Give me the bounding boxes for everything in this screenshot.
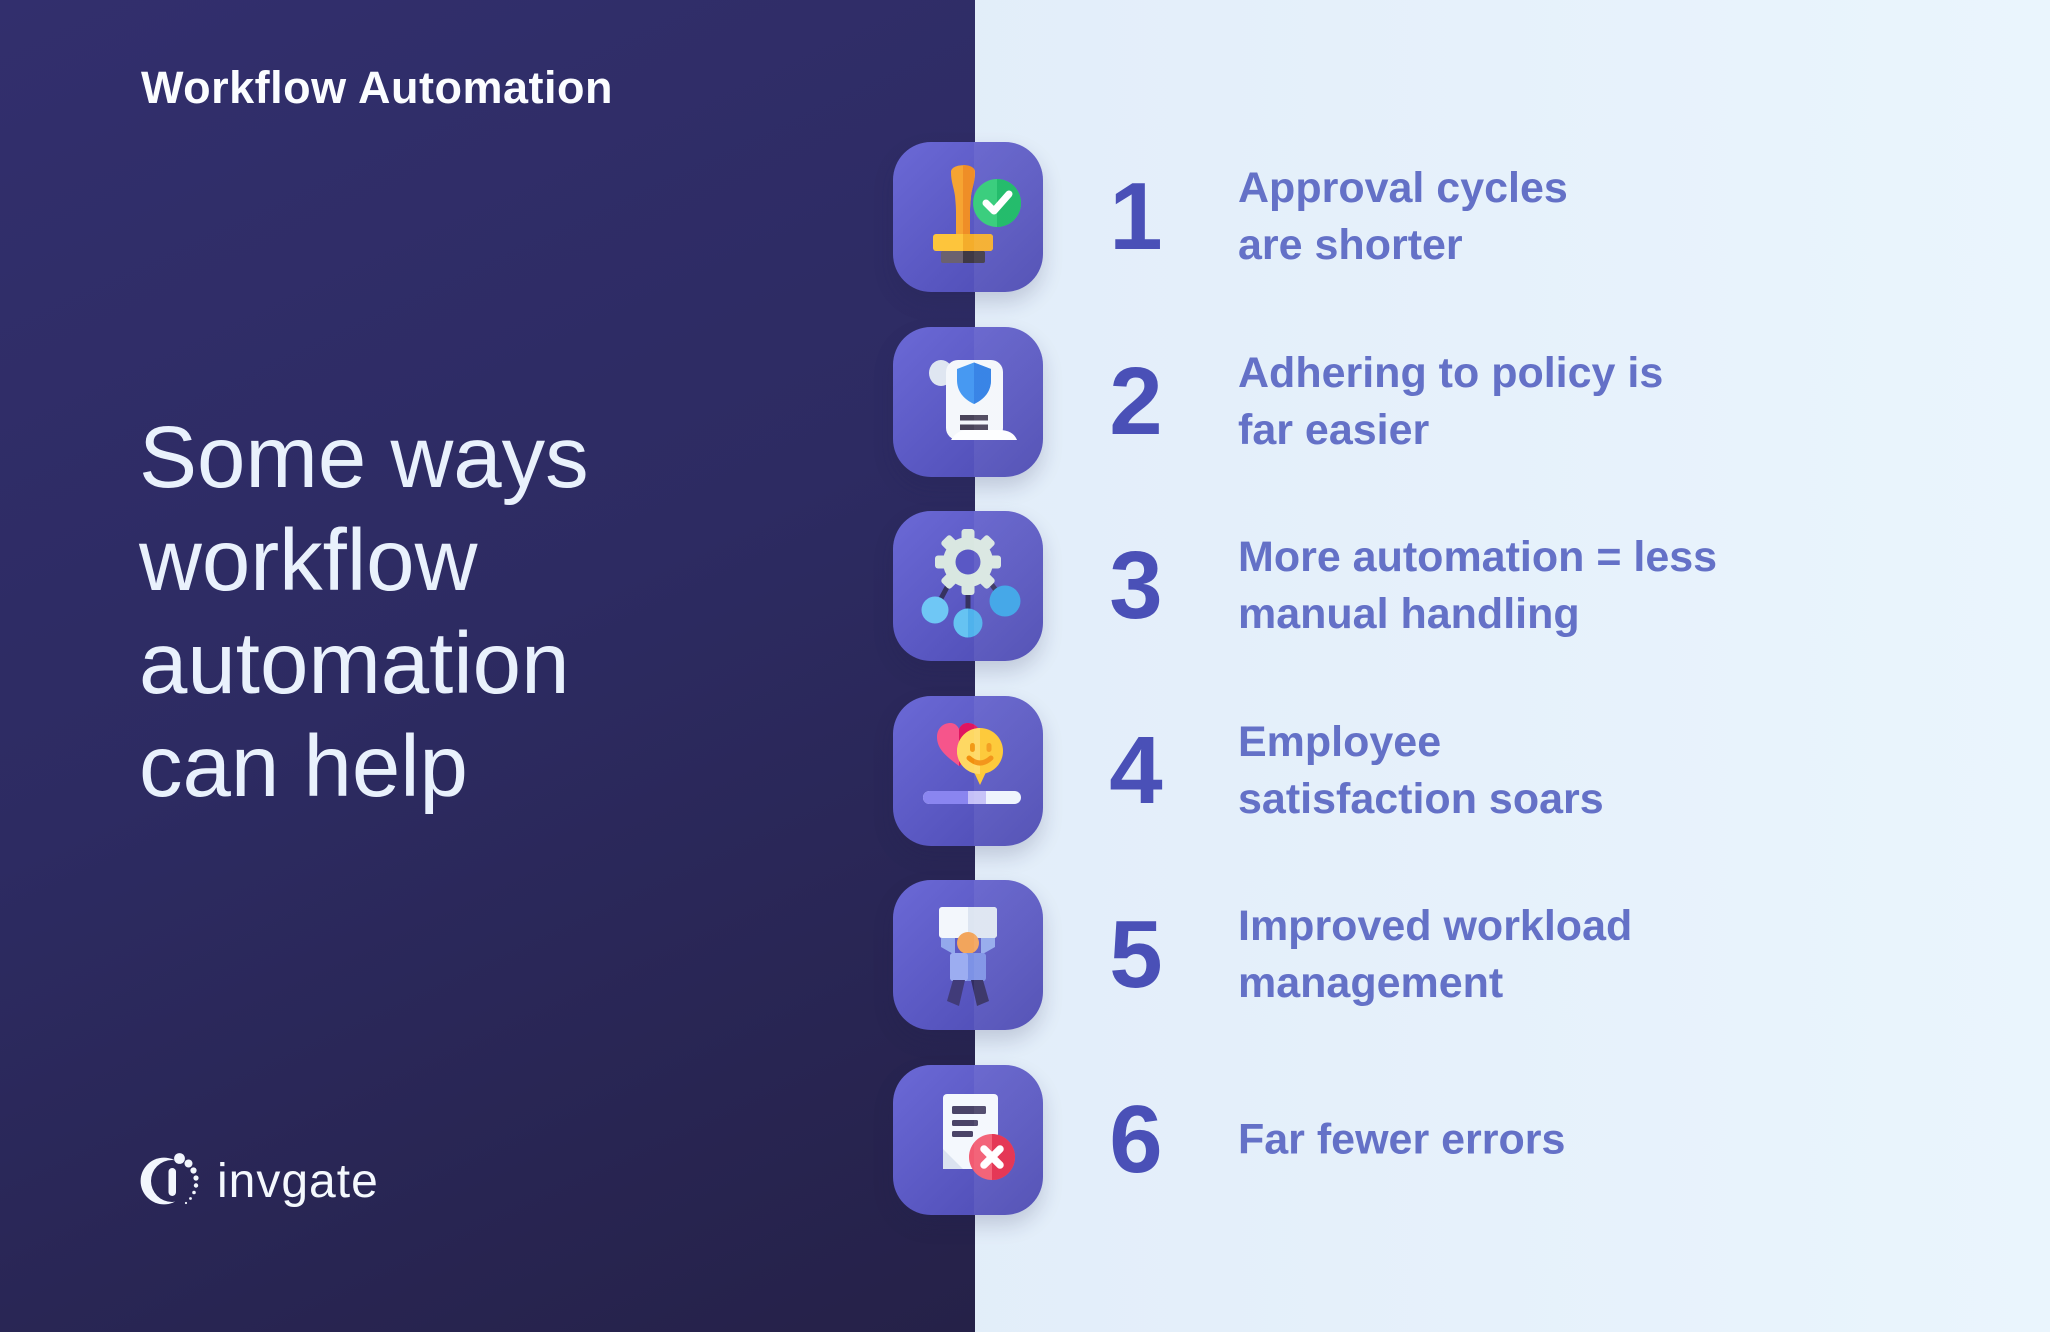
kicker-title: Workflow Automation xyxy=(141,62,613,113)
list-item-5: 5 Improved workload management xyxy=(0,880,2050,1030)
satisfaction-heart-icon xyxy=(923,723,1021,804)
automation-gear-icon xyxy=(921,529,1021,638)
list-item-2: 2 Adhering to policy is far easier xyxy=(0,327,2050,477)
item-label: Adhering to policy is far easier xyxy=(1238,349,1664,454)
icon-tile-1 xyxy=(893,142,1043,292)
list-item-6: 6 Far fewer errors xyxy=(0,1065,2050,1215)
item-number: 3 xyxy=(1109,532,1163,639)
icon-tile-6 xyxy=(893,1065,1043,1215)
headline: Some ways workflow automation can help xyxy=(139,409,589,815)
left-panel: Workflow Automation Some ways workflow a… xyxy=(0,0,975,1332)
list-item-4: 4 Employee satisfaction soars xyxy=(0,696,2050,846)
item-number: 4 xyxy=(1109,717,1163,824)
icon-tile-4 xyxy=(893,696,1043,846)
item-number: 5 xyxy=(1109,901,1163,1008)
item-number: 1 xyxy=(1109,163,1163,270)
item-label: Far fewer errors xyxy=(1238,1115,1566,1164)
error-document-icon xyxy=(943,1094,1015,1180)
icon-tile-3 xyxy=(893,511,1043,661)
approval-stamp-icon xyxy=(933,165,1021,263)
item-number: 2 xyxy=(1109,348,1163,455)
item-label: Improved workload management xyxy=(1238,902,1633,1007)
icon-tile-5 xyxy=(893,880,1043,1030)
item-label: More automation = less manual handling xyxy=(1238,533,1718,638)
invgate-logo-icon xyxy=(140,1153,199,1205)
item-label: Employee satisfaction soars xyxy=(1238,718,1604,823)
icon-tile-2 xyxy=(893,327,1043,477)
list-item-3: 3 More automation = less manual handling xyxy=(0,511,2050,661)
policy-scroll-icon xyxy=(929,360,1017,440)
list-item-1: 1 Approval cycles are shorter xyxy=(0,142,2050,292)
brand-logo: invgate xyxy=(138,1152,379,1210)
item-number: 6 xyxy=(1109,1086,1163,1193)
workload-person-icon xyxy=(939,907,997,1006)
brand-logo-text: invgate xyxy=(217,1154,379,1208)
item-label: Approval cycles are shorter xyxy=(1238,164,1568,269)
